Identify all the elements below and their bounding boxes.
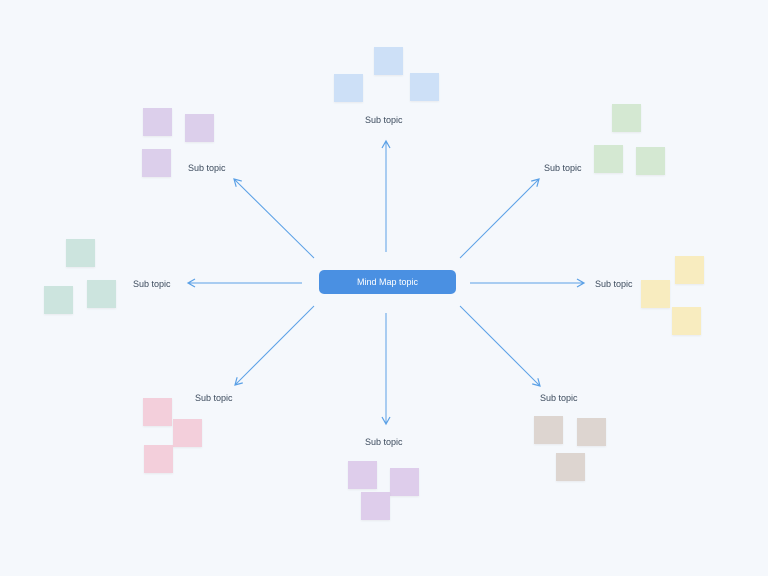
sticky-note[interactable] (44, 286, 73, 314)
sub-topic-bottom-label[interactable]: Sub topic (365, 437, 403, 447)
sticky-note[interactable] (185, 114, 214, 142)
sticky-note[interactable] (594, 145, 623, 173)
sticky-note[interactable] (173, 419, 202, 447)
sticky-note[interactable] (361, 492, 390, 520)
sticky-note[interactable] (556, 453, 585, 481)
arrow-top-right (459, 178, 540, 259)
sub-topic-top-label[interactable]: Sub topic (365, 115, 403, 125)
sub-topic-left-label[interactable]: Sub topic (133, 279, 171, 289)
sticky-note[interactable] (641, 280, 670, 308)
arrow-bottom-left (234, 305, 315, 386)
sticky-note[interactable] (87, 280, 116, 308)
sticky-note[interactable] (143, 398, 172, 426)
sub-topic-bottom-right-label[interactable]: Sub topic (540, 393, 578, 403)
sticky-note[interactable] (142, 149, 171, 177)
sticky-note[interactable] (577, 418, 606, 446)
sticky-note[interactable] (410, 73, 439, 101)
sticky-note[interactable] (675, 256, 704, 284)
sticky-note[interactable] (672, 307, 701, 335)
sub-topic-bottom-left-label[interactable]: Sub topic (195, 393, 233, 403)
sub-topic-top-right-label[interactable]: Sub topic (544, 163, 582, 173)
sticky-note[interactable] (143, 108, 172, 136)
sticky-note[interactable] (374, 47, 403, 75)
sticky-note[interactable] (390, 468, 419, 496)
sticky-note[interactable] (334, 74, 363, 102)
arrow-top-left (233, 178, 315, 259)
sub-topic-top-left-label[interactable]: Sub topic (188, 163, 226, 173)
sticky-note[interactable] (534, 416, 563, 444)
arrow-bottom-right (459, 305, 541, 387)
sticky-note[interactable] (144, 445, 173, 473)
sticky-note[interactable] (612, 104, 641, 132)
sub-topic-right-label[interactable]: Sub topic (595, 279, 633, 289)
sticky-note[interactable] (636, 147, 665, 175)
sticky-note[interactable] (66, 239, 95, 267)
central-topic-node[interactable]: Mind Map topic (319, 270, 456, 294)
sticky-note[interactable] (348, 461, 377, 489)
